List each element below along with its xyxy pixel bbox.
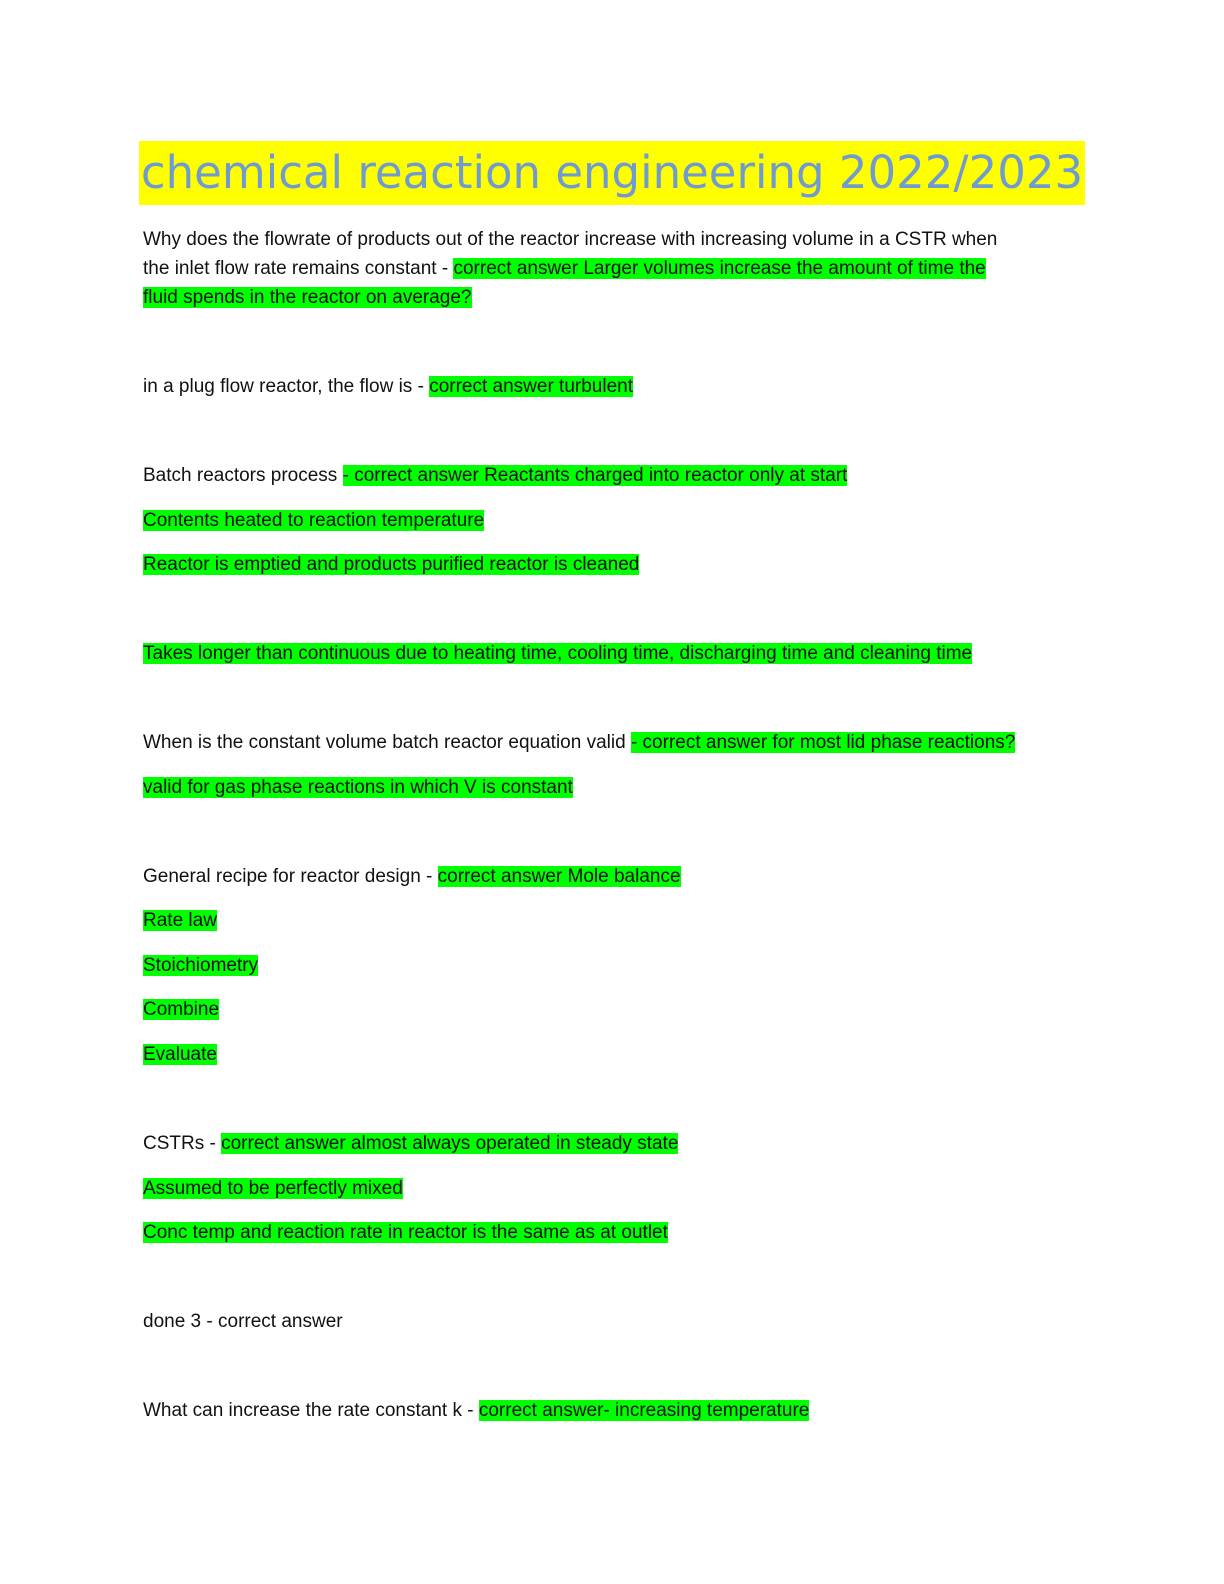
q5-answer-step: Rate law: [143, 910, 217, 931]
q5-answer-line-4: Combine: [143, 995, 1078, 1024]
q3-question-text: Batch reactors process: [143, 465, 343, 486]
q4-answer: - correct answer for most lid phase reac…: [630, 732, 1016, 753]
q3-answer-line-2: Contents heated to reaction temperature: [143, 506, 1078, 535]
q3-line: Batch reactors process - correct answer …: [143, 461, 1078, 490]
q6-answer: correct answer almost always operated in…: [221, 1133, 679, 1154]
title-container: chemical reaction engineering 2022/2023: [0, 141, 1224, 205]
q7-question-text: done 3 - correct answer: [143, 1311, 343, 1332]
q2-line: in a plug flow reactor, the flow is - co…: [143, 372, 1078, 401]
q5-answer-step: Combine: [143, 999, 220, 1020]
q5-answer-line-3: Stoichiometry: [143, 951, 1078, 980]
q5-answer: correct answer Mole balance: [437, 866, 681, 887]
q1-question-text: Why does the flowrate of products out of…: [143, 229, 998, 250]
q3-answer: - correct answer Reactants charged into …: [342, 465, 848, 486]
q4-answer-detail: valid for gas phase reactions in which V…: [143, 777, 573, 798]
q5-answer-line-5: Evaluate: [143, 1040, 1078, 1069]
q2-question-text: in a plug flow reactor, the flow is -: [143, 376, 430, 397]
q8-line: What can increase the rate constant k - …: [143, 1396, 1078, 1425]
q1-line-2: the inlet flow rate remains constant - c…: [143, 254, 1078, 283]
q6-line: CSTRs - correct answer almost always ope…: [143, 1129, 1078, 1158]
q1-line-3: fluid spends in the reactor on average?: [143, 283, 1078, 312]
q1-line-1: Why does the flowrate of products out of…: [143, 225, 1078, 254]
q8-answer: correct answer- increasing temperature: [478, 1400, 810, 1421]
q5-answer-line-2: Rate law: [143, 906, 1078, 935]
q3-answer-line-3: Reactor is emptied and products purified…: [143, 550, 1078, 579]
q6-question-text: CSTRs -: [143, 1133, 222, 1154]
q1-answer-cont: fluid spends in the reactor on average?: [143, 287, 472, 308]
q4-question-text: When is the constant volume batch reacto…: [143, 732, 631, 753]
q5-answer-step: Evaluate: [143, 1044, 217, 1065]
q3-answer-detail: Contents heated to reaction temperature: [143, 510, 485, 531]
q6-answer-detail: Conc temp and reaction rate in reactor i…: [143, 1222, 668, 1243]
q4-answer-line-2: valid for gas phase reactions in which V…: [143, 773, 1078, 802]
q1-question-text-cont: the inlet flow rate remains constant -: [143, 258, 454, 279]
q3-answer-detail: Reactor is emptied and products purified…: [143, 554, 640, 575]
q5-question-text: General recipe for reactor design -: [143, 866, 438, 887]
q4-line: When is the constant volume batch reacto…: [143, 728, 1078, 757]
q3-answer-detail: Takes longer than continuous due to heat…: [143, 643, 973, 664]
q2-answer: correct answer turbulent: [429, 376, 634, 397]
q8-question-text: What can increase the rate constant k -: [143, 1400, 479, 1421]
q5-line: General recipe for reactor design - corr…: [143, 862, 1078, 891]
q7-line: done 3 - correct answer: [143, 1307, 1078, 1336]
q3-answer-line-4: Takes longer than continuous due to heat…: [143, 639, 1078, 668]
page-title: chemical reaction engineering 2022/2023: [138, 141, 1086, 205]
q6-answer-line-2: Assumed to be perfectly mixed: [143, 1174, 1078, 1203]
q5-answer-step: Stoichiometry: [143, 955, 259, 976]
q6-answer-line-3: Conc temp and reaction rate in reactor i…: [143, 1218, 1078, 1247]
q1-answer: correct answer Larger volumes increase t…: [453, 258, 986, 279]
q6-answer-detail: Assumed to be perfectly mixed: [143, 1178, 403, 1199]
